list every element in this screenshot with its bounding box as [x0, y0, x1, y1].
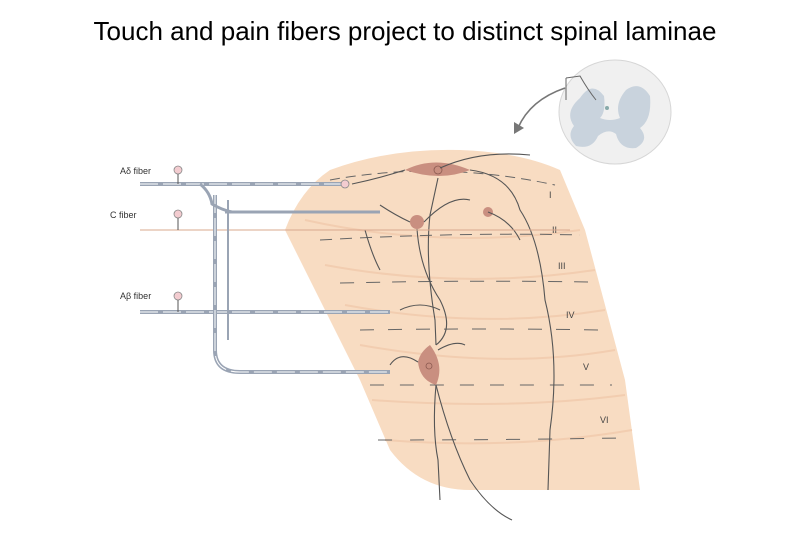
fiber-label-a-beta: Aβ fiber [120, 291, 151, 301]
lamina-i-neuron [405, 162, 470, 176]
drg-cell-body-icon [173, 165, 183, 301]
slide-title: Touch and pain fibers project to distinc… [93, 16, 717, 46]
lamina-label: I [549, 190, 552, 200]
a-beta-fiber [140, 300, 390, 314]
spinal-cord-cross-section-icon [558, 59, 672, 165]
lamina-label: V [583, 362, 589, 372]
c-fiber [140, 210, 570, 231]
fiber-label-c: C fiber [110, 210, 137, 220]
lamina-label: VI [600, 415, 609, 425]
fiber-label-a-delta: Aδ fiber [120, 166, 151, 176]
a-delta-fiber [140, 174, 350, 189]
lamina-v-neuron [418, 345, 440, 385]
dorsal-column-collateral [199, 182, 390, 374]
lamina-label: IV [566, 310, 575, 320]
pointer-arrow-icon [514, 87, 566, 134]
lamina-label: III [558, 261, 566, 271]
dorsal-horn [285, 149, 640, 491]
